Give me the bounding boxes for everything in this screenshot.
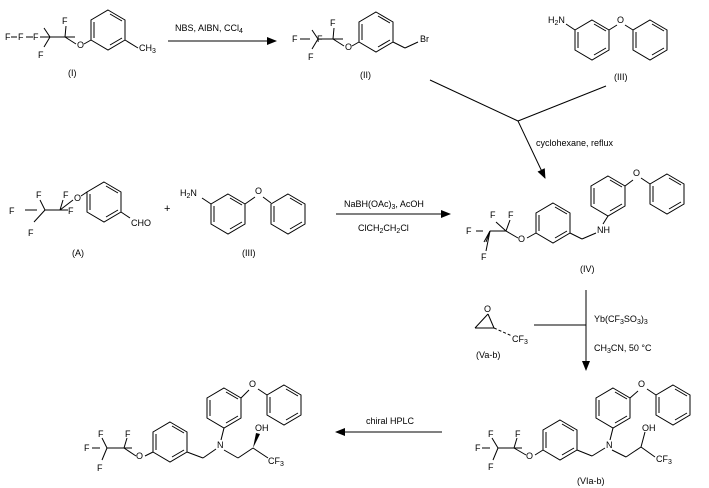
benzene-ring-I [90,9,126,51]
cf3-label: CF3 [656,454,672,466]
fluorine-label: F [84,443,90,453]
nitrogen-label: N [606,440,613,450]
fluorine-label: F [125,429,131,439]
fluorine-label: F [9,206,15,216]
compound-VIa-b: O F F F F N OH CF3 O (VIa-b) [475,379,691,486]
fluorine-label: F [488,462,494,472]
fluorine-label: F [292,34,298,44]
fluorine-label: F [68,206,74,216]
condition-step4-line1: Yb(CF3SO3)3 [594,314,648,326]
condition-step5: chiral HPLC [366,416,415,426]
wedge-bond [253,433,260,448]
oxygen-label: O [484,304,491,314]
oxygen-label: O [633,168,640,178]
benzene-ring-A [86,181,122,223]
fluorine-label: F [466,226,472,236]
benzene-ring-IV-a [535,202,571,244]
oxygen-label: O [77,40,84,50]
hydroxyl-label: OH [255,423,269,433]
fluorine-label: F [475,443,481,453]
benzene-ring-III-c [210,193,246,235]
oxygen-label: O [249,379,256,389]
compound-label-VIa-b: (VIa-b) [577,476,605,486]
plus-sign: + [164,203,170,215]
fluorine-label: F [62,16,68,26]
benzene-ring-IV-b [590,175,626,217]
compound-label-IV: (IV) [580,264,595,274]
compound-Va-b: O CF3 (Va-b) [474,304,528,360]
oxygen-label: O [345,42,352,52]
benzene-ring-VI-a [542,419,578,461]
condition-step3-line1: NaBH(OAc)3, AcOH [344,199,424,211]
compound-label-II: (II) [360,70,371,80]
fluorine-label: F [38,50,44,60]
oxygen-label: O [255,186,262,196]
benzene-ring-P-b [206,387,242,429]
condition-step1: NBS, AIBN, CCl4 [175,23,243,35]
fluorine-label: F [36,190,42,200]
amine-label: H2N [548,15,565,27]
hydroxyl-label: OH [642,423,656,433]
benzene-ring-P-c [266,384,302,426]
nitrogen-label: N [217,440,224,450]
converge-line-left [429,79,519,122]
benzene-ring-II [358,11,394,53]
oxygen-label: O [638,379,645,389]
fluorine-label: F [5,32,11,42]
benzene-ring-IV-c [649,173,685,215]
compound-IV: O F F F F NH O (IV) [466,168,685,274]
benzene-ring-III-d [270,193,306,235]
benzene-ring-III-a [574,19,610,61]
fluorine-label: F [488,429,494,439]
cf3-label: CF3 [512,334,528,346]
compound-I: O F F F F F CH3 (I) [5,9,156,78]
fluorine-label: F [98,429,104,439]
oxygen-label: O [617,15,624,25]
amine-label: H2N [180,188,197,200]
fluorine-label: F [317,34,323,44]
fluorine-label: F [18,32,24,42]
oxygen-label: O [74,193,81,203]
reaction-arrow-2 [517,120,546,179]
fluorine-label: F [490,210,496,220]
compound-label-I: (I) [68,68,77,78]
oxygen-label: O [518,234,525,244]
final-product: O F F F F N OH CF3 O [84,379,302,473]
fluorine-label: F [481,252,487,262]
condition-step2: cyclohexane, reflux [536,138,614,148]
condition-step3-line2: ClCH2CH2Cl [358,223,409,235]
fluorine-label: F [508,210,514,220]
aldehyde-label: CHO [131,218,151,228]
benzene-ring-P-a [152,421,188,463]
compound-label-III-mid: (III) [242,248,256,258]
fluorine-label: F [63,190,69,200]
compound-label-III: (III) [614,72,628,82]
benzene-ring-VI-b [595,387,631,429]
converge-line-right [517,85,607,122]
fluorine-label: F [330,18,336,28]
methyl-label: CH3 [139,43,156,55]
compound-label-A: (A) [72,248,84,258]
benzene-ring-III-b [632,19,668,61]
fluorine-label: F [97,463,103,473]
compound-III-top: O H2N (III) [548,15,668,82]
fluorine-label: F [308,52,314,62]
oxygen-label: O [136,451,143,461]
compound-label-Va-b: (Va-b) [476,350,500,360]
amine-nh-label: NH [597,225,610,235]
fluorine-label: F [515,429,521,439]
compound-A: O F F F F F CHO (A) [9,181,151,258]
compound-II: O F F F F Br (II) [292,11,429,80]
bromine-label: Br [420,34,429,44]
fluorine-label: F [28,228,34,238]
benzene-ring-VI-c [655,384,691,426]
compound-III-mid: O H2N (III) [180,186,306,258]
fluorine-label: F [33,32,39,42]
cf3-label: CF3 [268,456,284,468]
condition-step4-line2: CH3CN, 50 °C [594,343,652,355]
oxygen-label: O [526,451,533,461]
